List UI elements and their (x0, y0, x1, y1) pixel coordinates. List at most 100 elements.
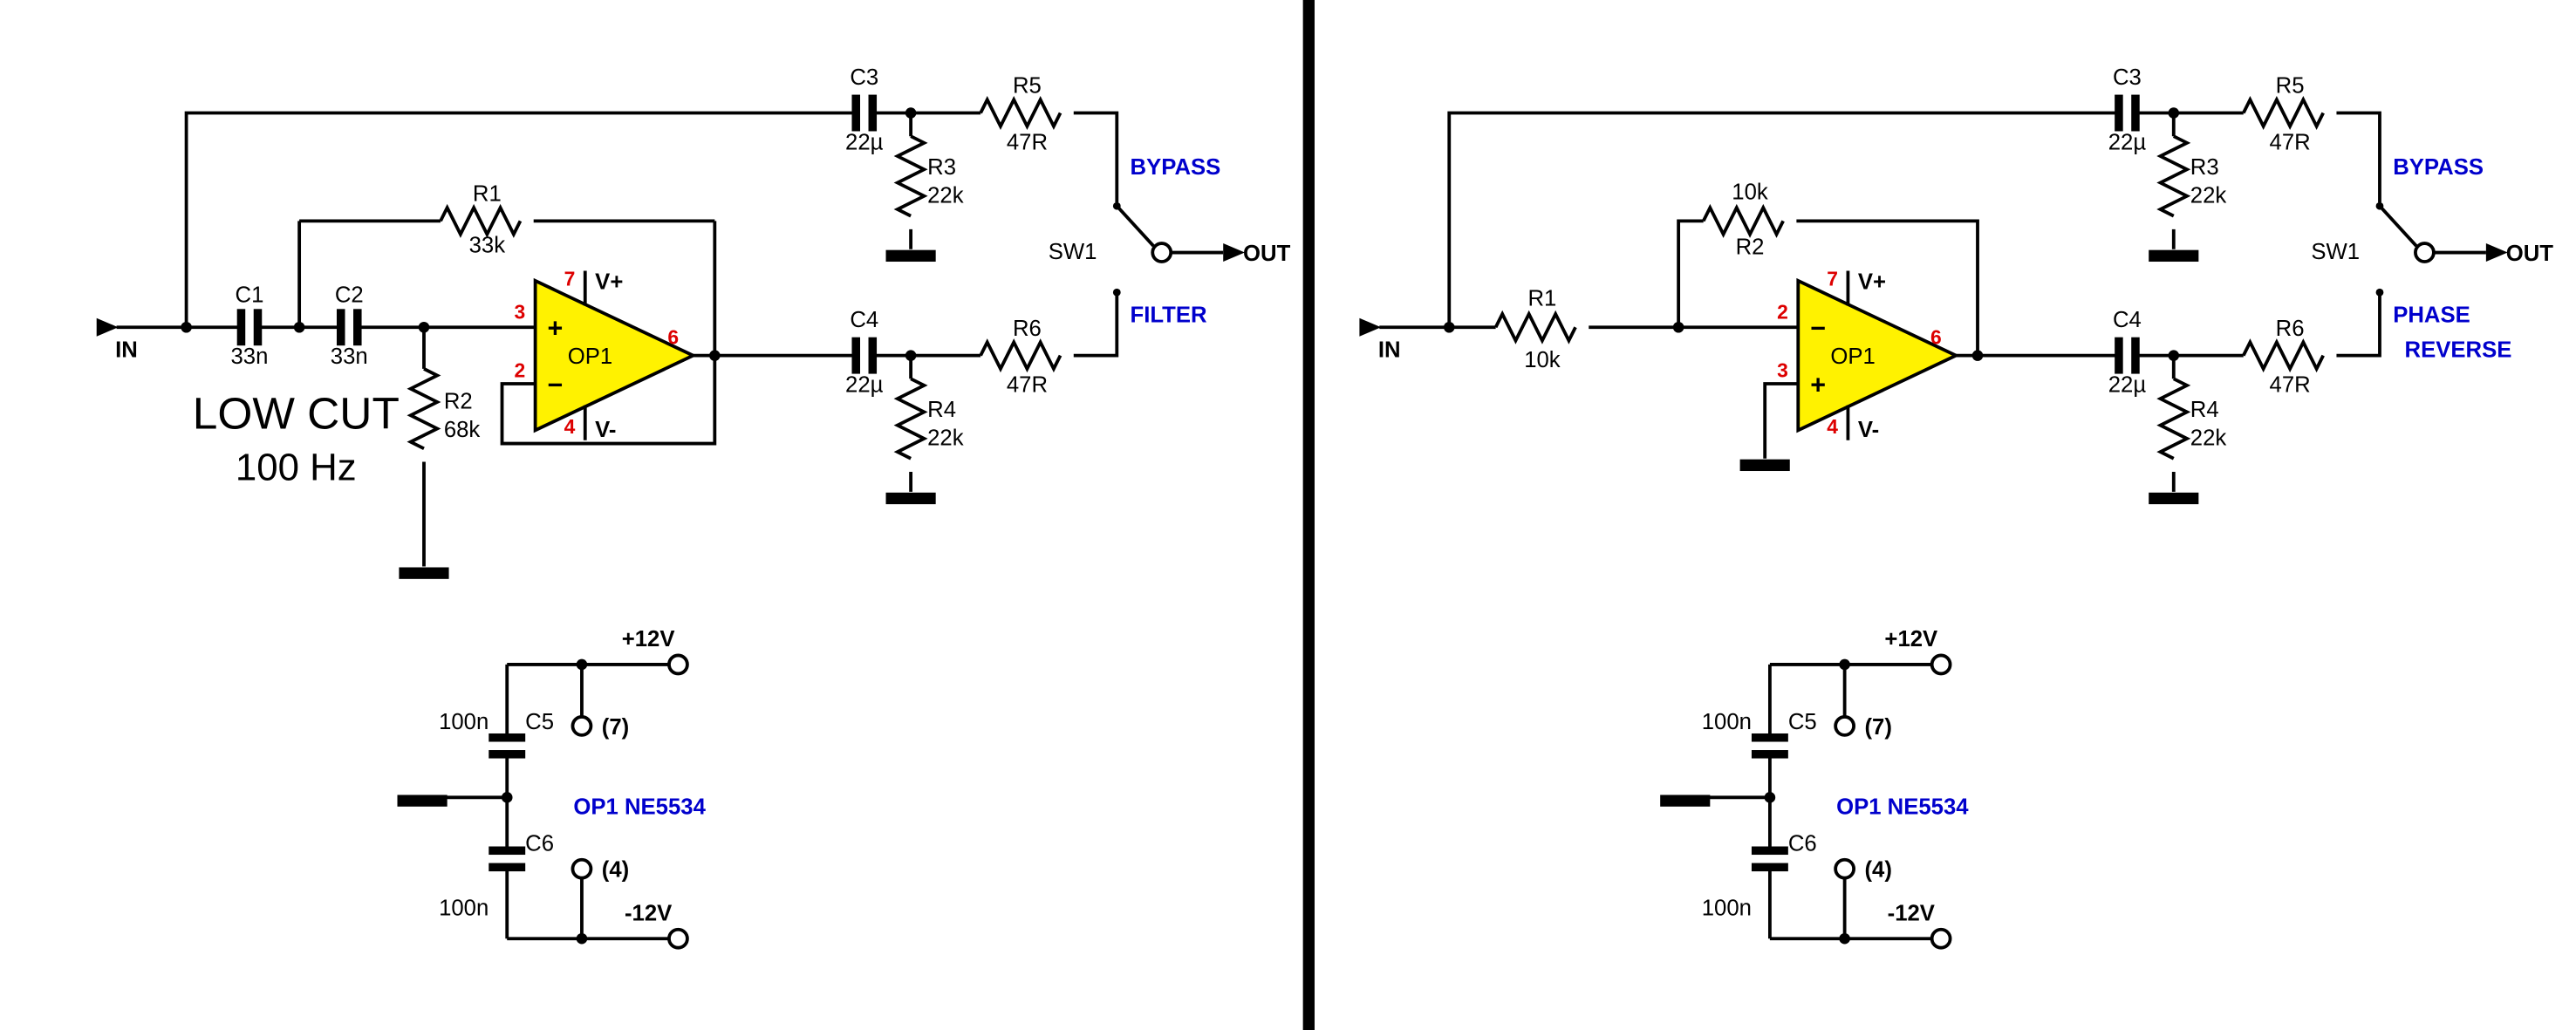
switch-pole (2414, 242, 2436, 263)
resistor-r4: R4 22k (895, 377, 964, 460)
opamp-pin-in-bottom: 2 (514, 358, 525, 381)
out-label: OUT (1243, 242, 1291, 266)
c4-name: C4 (2113, 308, 2142, 332)
vplus-terminal (667, 653, 689, 676)
ground-symbol (2149, 492, 2199, 505)
opamp-body (1796, 277, 1960, 433)
vminus-terminal (667, 927, 689, 950)
ground-symbol (1660, 795, 1711, 807)
opamp-pin-vminus: 4 (1827, 415, 1838, 438)
r1-name: R1 (1528, 286, 1557, 310)
opamp-sign-top: + (548, 314, 564, 344)
junction-dot (501, 792, 513, 803)
in-label: IN (1378, 338, 1401, 363)
junction-dot (576, 658, 588, 671)
opamp-vplus-label: V+ (1858, 269, 1886, 294)
r4-value: 22k (927, 426, 964, 450)
pin7-label: (7) (602, 715, 629, 740)
r6-value: 47R (1007, 373, 1048, 398)
pin4-terminal (571, 857, 593, 880)
switch-sw1: SW1 BYPASS FILTER (1049, 155, 1221, 328)
pin4-terminal (1834, 857, 1856, 880)
resistor-r5: R5 47R (979, 74, 1063, 154)
r5-name: R5 (2276, 74, 2305, 99)
resistor-r2: 10k R2 (1701, 181, 1786, 259)
r3-name: R3 (2190, 155, 2219, 180)
junction-dot (2168, 350, 2180, 361)
resistor-r2: R2 68k (408, 366, 480, 451)
junction-dot (181, 321, 192, 333)
junction-dot (1971, 350, 1984, 361)
capacitor-c3: C3 22µ (2108, 65, 2147, 154)
c6-value: 100n (439, 897, 489, 921)
opamp-label: OP1 (1830, 344, 1875, 369)
c6-name: C6 (525, 831, 554, 856)
c5-name: C5 (1788, 710, 1817, 734)
c5-value: 100n (1702, 710, 1752, 734)
r4-name: R4 (927, 398, 956, 422)
c4-value: 22µ (845, 373, 884, 398)
r5-name: R5 (1013, 74, 1042, 99)
vplus-label: +12V (622, 627, 675, 651)
r2-name: R2 (444, 390, 473, 414)
opamp-pin-vplus: 7 (1827, 268, 1838, 290)
vminus-label: -12V (1888, 901, 1935, 925)
bypass-label: BYPASS (1131, 155, 1221, 180)
c1-value: 33n (231, 344, 269, 369)
divider (1302, 0, 1315, 1030)
opamp-type-label: OP1 NE5534 (1836, 795, 1969, 819)
out-label: OUT (2506, 242, 2554, 266)
switch-lever (2378, 204, 2418, 248)
resistor-r6: R6 47R (2241, 317, 2326, 398)
circuit-title-line1: LOW CUT (193, 387, 400, 438)
opamp-pin-vminus: 4 (564, 415, 576, 438)
opamp-type-label: OP1 NE5534 (573, 795, 706, 819)
ground-symbol (885, 492, 936, 505)
sw1-label: SW1 (1049, 240, 1097, 264)
r2-value: 10k (1732, 181, 1768, 205)
junction-dot (1672, 321, 1684, 333)
r3-name: R3 (927, 155, 956, 180)
pin4-label: (4) (602, 858, 629, 883)
opamp-pin-out: 6 (1930, 325, 1942, 348)
r4-value: 22k (2190, 426, 2227, 450)
r1-value: 10k (1524, 348, 1561, 372)
r2-name: R2 (1736, 235, 1765, 259)
pin7-terminal (571, 715, 593, 737)
opamp-label: OP1 (568, 344, 612, 369)
reverse-label: REVERSE (2405, 338, 2512, 363)
opamp-vminus-label: V- (1858, 418, 1879, 442)
wires (1379, 111, 2381, 492)
r3-value: 22k (927, 183, 964, 208)
ground-symbol (397, 795, 448, 807)
r6-name: R6 (2276, 317, 2305, 341)
c4-name: C4 (850, 308, 878, 332)
c1-name: C1 (236, 283, 264, 308)
right-psu: +12V (7) 100n C5 OP1 NE5534 C6 100n (4) … (1660, 627, 1969, 950)
opamp-sign-bottom: − (548, 370, 564, 399)
vplus-label: +12V (1884, 627, 1937, 651)
resistor-r5: R5 47R (2241, 74, 2326, 154)
junction-dot (1839, 932, 1850, 945)
c5-name: C5 (525, 710, 554, 734)
junction-dot (576, 932, 588, 945)
r1-name: R1 (473, 181, 502, 206)
r3-value: 22k (2190, 183, 2227, 208)
c5-value: 100n (439, 710, 489, 734)
filter-label: FILTER (1131, 304, 1207, 328)
c6-value: 100n (1702, 897, 1752, 921)
opamp-vminus-label: V- (595, 418, 616, 442)
c2-name: C2 (335, 283, 364, 308)
left-psu: +12V (7) 100n C5 OP1 NE5534 C6 100n (4) … (397, 627, 707, 950)
switch-lever (1115, 204, 1155, 248)
ground-symbol (1739, 459, 1790, 472)
c3-value: 22µ (2108, 130, 2147, 154)
c3-name: C3 (2113, 65, 2142, 90)
in-label: IN (115, 338, 138, 363)
capacitor-c1: C1 33n (231, 283, 269, 369)
c3-name: C3 (850, 65, 878, 90)
opamp-sign-top: − (1810, 314, 1826, 344)
junction-dot (709, 350, 721, 361)
